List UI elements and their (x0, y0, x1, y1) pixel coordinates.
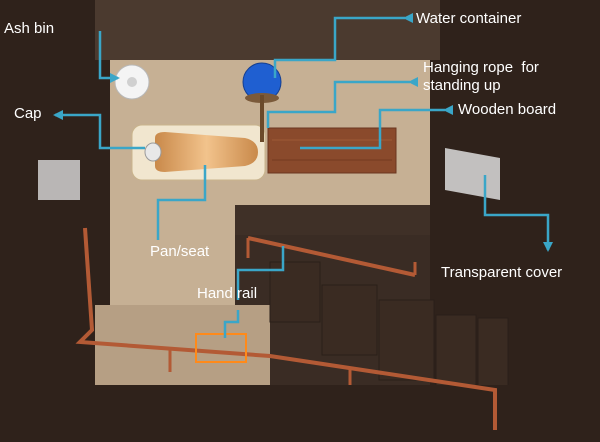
highlight-box (195, 333, 247, 363)
left-window (38, 160, 80, 200)
pan (155, 132, 258, 172)
floor (110, 60, 430, 305)
top-wall (95, 0, 440, 60)
step-1 (269, 261, 321, 323)
left-wall (0, 0, 110, 442)
leader-water-container (273, 13, 413, 78)
label-cap: Cap (14, 105, 42, 122)
hand-rail-upper (247, 236, 416, 277)
leader-transparent-cover (483, 175, 553, 252)
leader-pan-seat (156, 165, 207, 240)
label-ash-bin: Ash bin (4, 20, 55, 37)
label-transparent-cover: Transparent cover (441, 264, 563, 281)
cap (144, 142, 162, 162)
label-wooden-board: Wooden board (458, 101, 557, 118)
label-hanging-rope: Hanging rope for standing up (423, 59, 539, 94)
step-3 (378, 299, 435, 381)
step-wall (235, 205, 430, 235)
leader-hand-rail-upper (236, 246, 285, 300)
leader-hanging-rope (266, 77, 418, 128)
leader-ash-bin (98, 31, 120, 83)
leader-hand-rail-lower (223, 310, 240, 338)
bottom-wall (95, 385, 515, 442)
hand-rail (75, 227, 497, 430)
step-2 (321, 284, 378, 356)
label-pan-seat: Pan/seat (150, 243, 210, 260)
leader-wooden-board (300, 105, 453, 150)
label-hand-rail: Hand rail (197, 285, 258, 302)
leader-cap (53, 110, 145, 150)
label-water-container: Water container (416, 10, 522, 27)
wooden-board (267, 127, 397, 174)
